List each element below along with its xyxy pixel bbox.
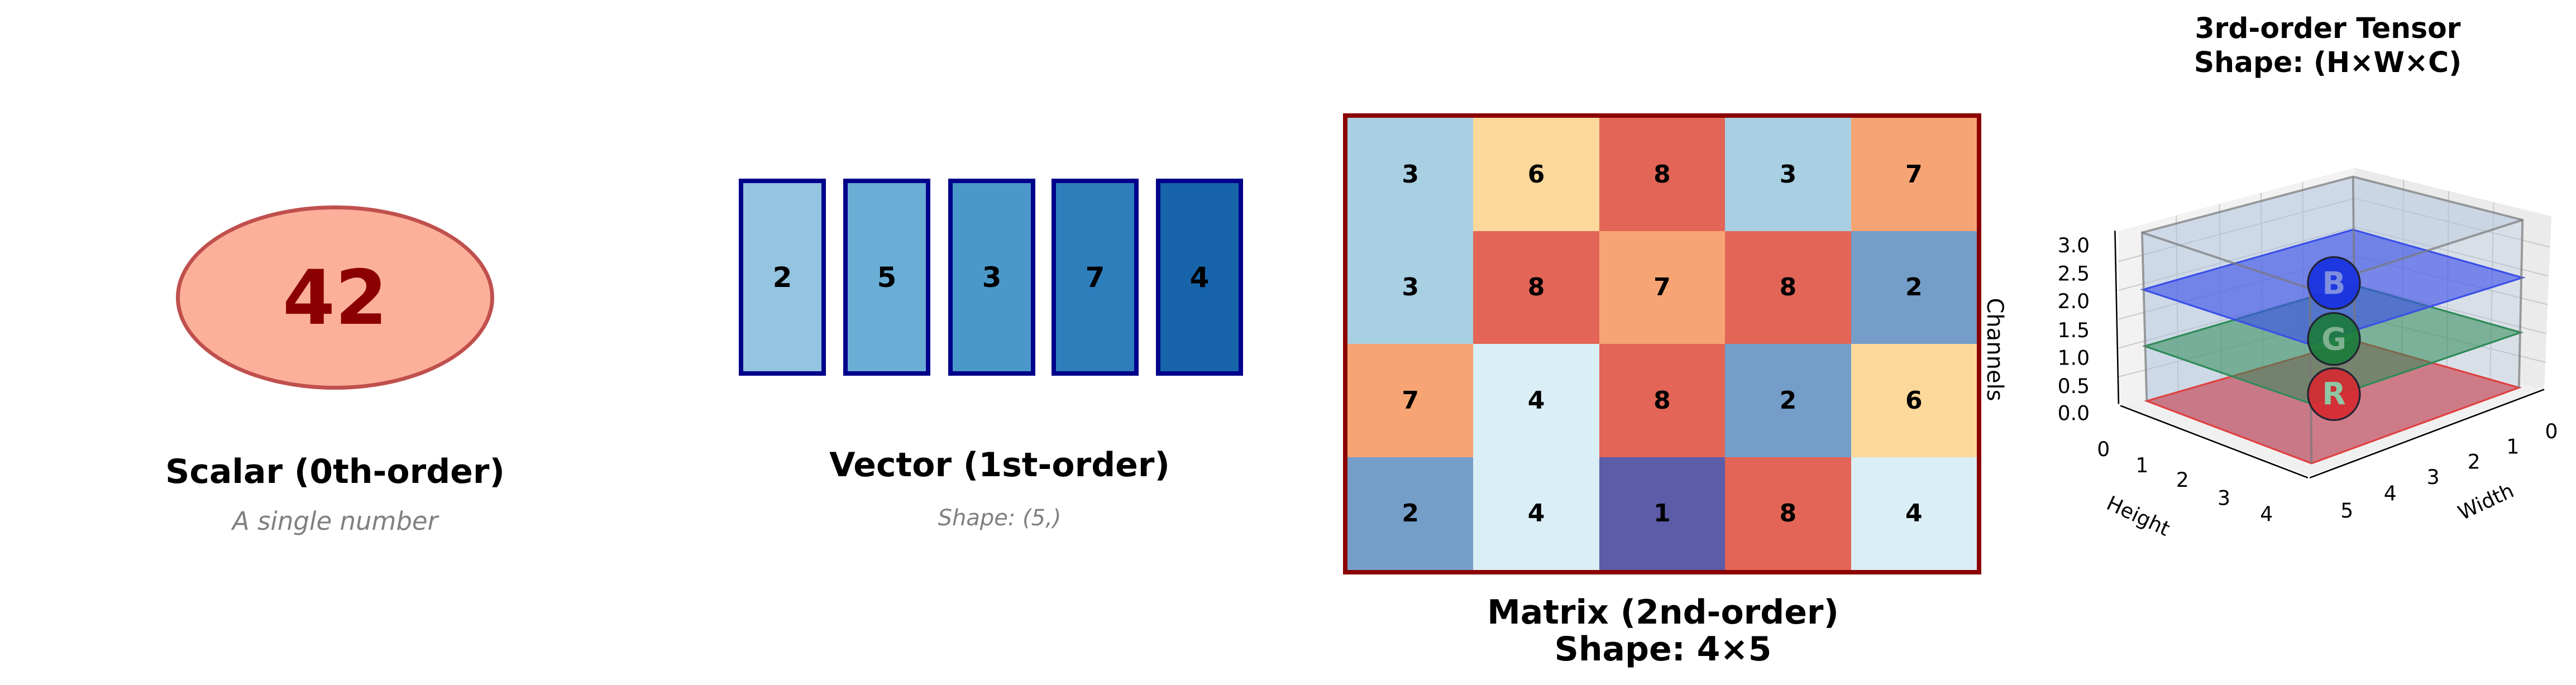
matrix-cell: 2 (1725, 344, 1851, 457)
b-channel-label: B (2322, 265, 2346, 301)
z-tick-labels: 0.0 0.5 1.0 1.5 2.0 2.5 3.0 (2058, 233, 2090, 425)
width-tick-label: 5 (2340, 499, 2353, 523)
matrix-cell: 4 (1851, 457, 1977, 570)
matrix-cell: 1 (1599, 457, 1726, 570)
r-channel-badge (2307, 367, 2361, 421)
matrix-cell: 7 (1851, 118, 1977, 231)
tensor-title-line2: Shape: (H×W×C) (2194, 46, 2462, 79)
matrix-cell: 3 (1347, 231, 1474, 344)
height-tick-label: 0 (2097, 437, 2110, 461)
matrix-cell: 8 (1725, 457, 1851, 570)
b-channel-badge (2307, 256, 2361, 310)
matrix-cell: 2 (1851, 231, 1977, 344)
height-tick-labels: 0 1 2 3 4 (2097, 437, 2273, 526)
scalar-ellipse: 42 (176, 205, 494, 390)
z-tick-label: 0.0 (2058, 401, 2090, 425)
z-tick-label: 1.0 (2058, 346, 2090, 370)
matrix-cell: 2 (1347, 457, 1474, 570)
height-tick-label: 4 (2260, 502, 2273, 526)
vector-element: 2 (739, 179, 826, 376)
matrix-cell: 3 (1725, 118, 1851, 231)
r-channel-label: R (2322, 376, 2345, 412)
matrix-title: Matrix (2nd-order) Shape: 4×5 (1487, 594, 1839, 668)
matrix-cell: 4 (1473, 344, 1599, 457)
matrix-cell: 8 (1725, 231, 1851, 344)
matrix-cell: 8 (1473, 231, 1599, 344)
tensor-3d-plot: 3rd-order Tensor Shape: (H×W×C) R G B 0.… (2058, 12, 2558, 541)
z-tick-label: 1.5 (2058, 318, 2090, 342)
matrix-cell: 8 (1599, 118, 1726, 231)
width-tick-label: 1 (2506, 435, 2519, 459)
matrix-cell: 7 (1599, 231, 1726, 344)
g-channel-badge (2307, 312, 2361, 366)
vector-element: 4 (1156, 179, 1243, 376)
matrix-cell: 3 (1347, 118, 1474, 231)
height-tick-label: 3 (2217, 486, 2230, 510)
matrix-cell: 7 (1347, 344, 1474, 457)
width-axis-label: Width (2454, 478, 2517, 525)
matrix-title-line1: Matrix (2nd-order) (1487, 593, 1839, 632)
tensor-title-line1: 3rd-order Tensor (2195, 12, 2460, 45)
matrix-cell: 8 (1599, 344, 1726, 457)
axes (2114, 231, 2545, 479)
z-tick-label: 0.5 (2058, 374, 2090, 398)
width-tick-label: 0 (2545, 419, 2558, 443)
g-channel-label: G (2321, 322, 2346, 357)
vector-element: 3 (948, 179, 1035, 376)
vector-element: 5 (843, 179, 930, 376)
matrix-title-line2: Shape: 4×5 (1554, 630, 1772, 669)
matrix-cell: 6 (1851, 344, 1977, 457)
width-tick-labels: 0 1 2 3 4 5 (2340, 419, 2558, 523)
z-tick-label: 3.0 (2058, 233, 2090, 257)
z-tick-label: 2.0 (2058, 289, 2090, 313)
scalar-subtitle: A single number (232, 506, 438, 536)
matrix-cell: 4 (1473, 457, 1599, 570)
scalar-value: 42 (283, 253, 388, 342)
height-tick-label: 2 (2176, 468, 2189, 492)
height-axis-label: Height (2103, 491, 2174, 540)
width-tick-label: 2 (2468, 450, 2481, 474)
vector-title: Vector (1st-order) (829, 446, 1170, 485)
height-tick-label: 1 (2135, 453, 2148, 477)
matrix-cell: 6 (1473, 118, 1599, 231)
z-tick-label: 2.5 (2058, 262, 2090, 286)
channels-axis-label: Channels (1982, 298, 2008, 401)
vector-subtitle: Shape: (5,) (938, 505, 1062, 531)
width-tick-label: 3 (2427, 465, 2440, 489)
vector-element: 7 (1052, 179, 1139, 376)
width-tick-label: 4 (2384, 482, 2397, 506)
scalar-title: Scalar (0th-order) (165, 452, 505, 491)
